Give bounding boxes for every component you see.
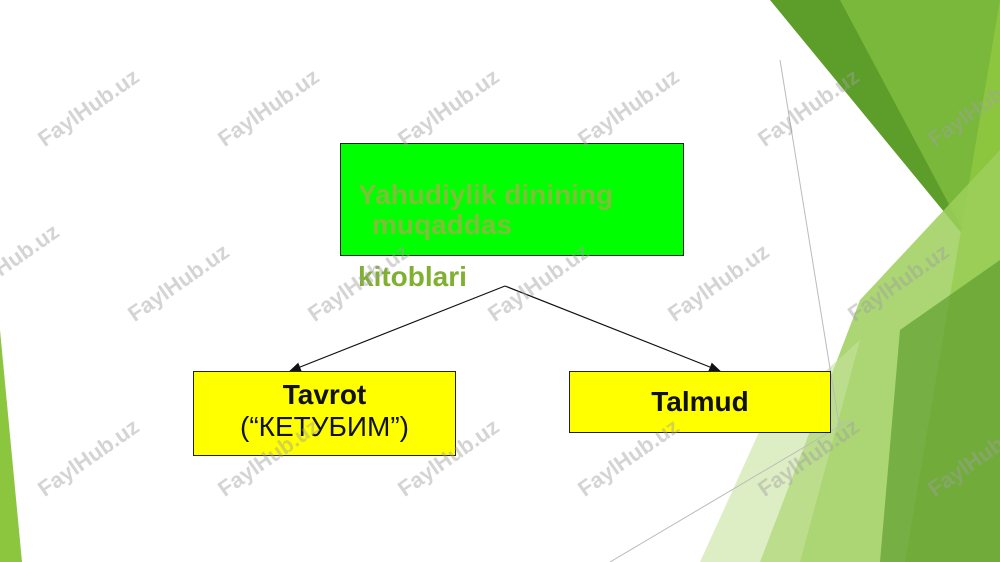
arrow-to-tavrot [288, 285, 506, 372]
left-green-sliver [0, 330, 22, 562]
right-bottom-dark-green [880, 260, 1000, 562]
root-label-line1: Yahudiylik dinining [358, 179, 614, 210]
deco-line-2 [609, 419, 851, 562]
root-node-box [340, 143, 684, 256]
child-node-tavrot: Tavrot (“КЕТУБИМ”) [193, 371, 456, 456]
root-node-label: Yahudiylik dinining muqaddas kitoblari [358, 179, 688, 292]
tavrot-subtitle: (“КЕТУБИМ”) [240, 411, 409, 442]
root-label-line3: kitoblari [358, 261, 467, 292]
child-node-talmud: Talmud [569, 371, 831, 433]
talmud-title: Talmud [651, 386, 749, 417]
root-label-line2: muqaddas [372, 209, 513, 240]
deco-line-1 [779, 59, 841, 431]
tavrot-title: Tavrot [282, 379, 367, 410]
arrow-to-talmud [504, 285, 722, 372]
right-mid-green [840, 0, 1000, 562]
